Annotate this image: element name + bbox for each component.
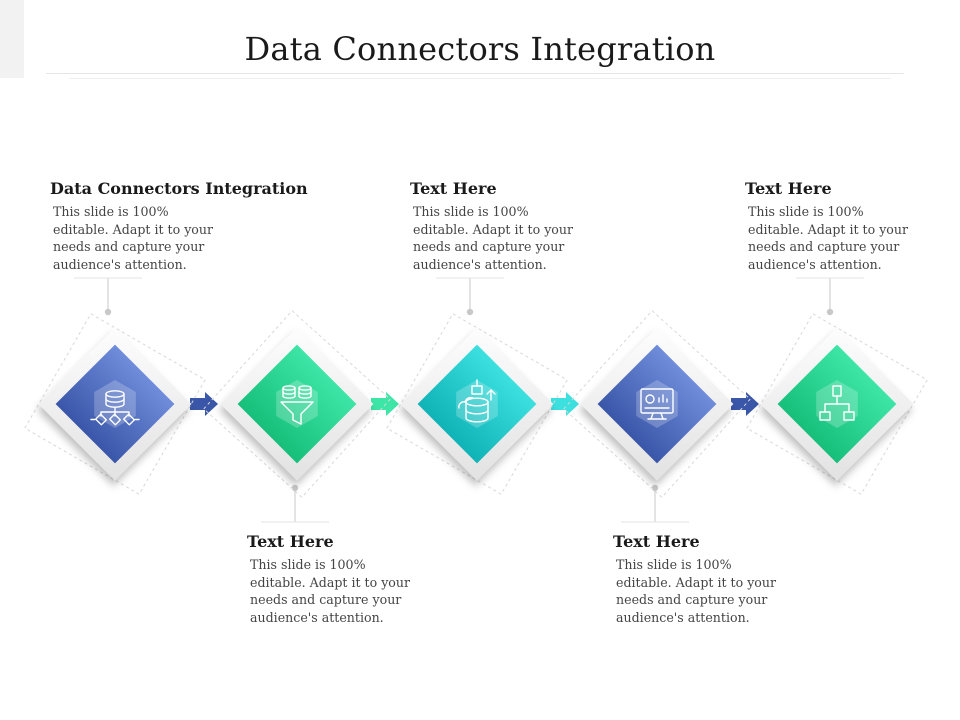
step-4-body: This slide is 100% editable. Adapt it to… (616, 557, 777, 625)
step-3-text: Text Here This slide is 100% editable. A… (410, 179, 610, 273)
step-5-heading: Text Here (745, 179, 832, 198)
step-4-diamond (563, 310, 751, 498)
step-1-text: Data Connectors Integration This slide i… (50, 179, 308, 273)
page-title: Data Connectors Integration (244, 30, 716, 68)
step-1-diamond (24, 313, 206, 495)
database-network-icon (90, 390, 140, 426)
corner-tab (0, 0, 24, 78)
arrow-1-to-2-icon (190, 392, 218, 416)
dashboard-monitor-icon (640, 388, 674, 420)
arrow-4-to-5-icon (731, 392, 759, 416)
database-funnel-icon (280, 385, 314, 425)
step-1-heading: Data Connectors Integration (50, 179, 308, 198)
title-divider-shadow (70, 78, 890, 79)
hierarchy-chart-icon (819, 385, 855, 421)
step-2-heading: Text Here (247, 532, 334, 551)
step-3-body: This slide is 100% editable. Adapt it to… (413, 204, 574, 272)
step-1-body: This slide is 100% editable. Adapt it to… (53, 204, 214, 272)
step-4-heading: Text Here (613, 532, 700, 551)
step-2-text: Text Here This slide is 100% editable. A… (247, 532, 447, 626)
step-5-body: This slide is 100% editable. Adapt it to… (748, 204, 909, 272)
arrow-3-to-4-icon (551, 392, 579, 416)
step-3-heading: Text Here (410, 179, 497, 198)
step-4-text: Text Here This slide is 100% editable. A… (613, 532, 813, 626)
step-3-diamond (386, 313, 568, 495)
step-5-diamond (746, 313, 928, 495)
step-1-connector (74, 277, 142, 316)
step-5-connector (796, 277, 864, 316)
database-cloud-upload-icon (458, 379, 496, 423)
step-2-body: This slide is 100% editable. Adapt it to… (250, 557, 411, 625)
step-2-diamond (203, 310, 391, 498)
step-3-connector (436, 277, 504, 316)
step-4-connector (621, 484, 689, 523)
step-5-text: Text Here This slide is 100% editable. A… (745, 179, 945, 273)
title-divider (46, 73, 904, 74)
arrow-2-to-3-icon (371, 392, 399, 416)
step-2-connector (261, 484, 329, 523)
